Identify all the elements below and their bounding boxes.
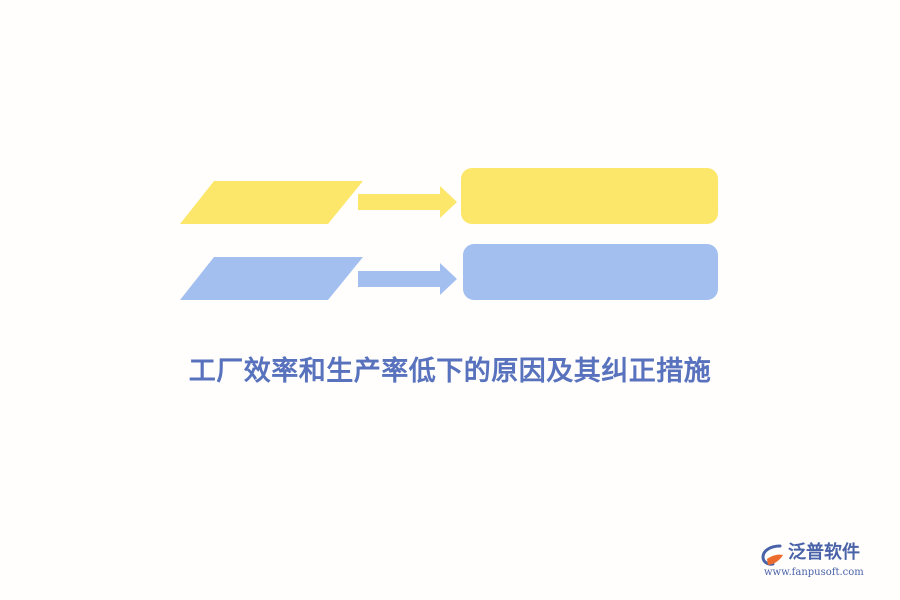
logo-name: 泛普软件 xyxy=(788,542,860,563)
fanpu-logo-icon xyxy=(761,544,783,566)
yellow-rounded-box xyxy=(461,168,718,224)
yellow-arrow xyxy=(358,186,457,218)
blue-arrow xyxy=(358,263,457,295)
page-title: 工厂效率和生产率低下的原因及其纠正措施 xyxy=(188,356,712,387)
blue-parallelogram xyxy=(180,257,363,300)
yellow-parallelogram xyxy=(180,181,363,224)
fanpu-logo: 泛普软件 www.fanpusoft.com xyxy=(760,540,886,580)
logo-url: www.fanpusoft.com xyxy=(764,567,864,578)
blue-rounded-box xyxy=(463,244,718,300)
